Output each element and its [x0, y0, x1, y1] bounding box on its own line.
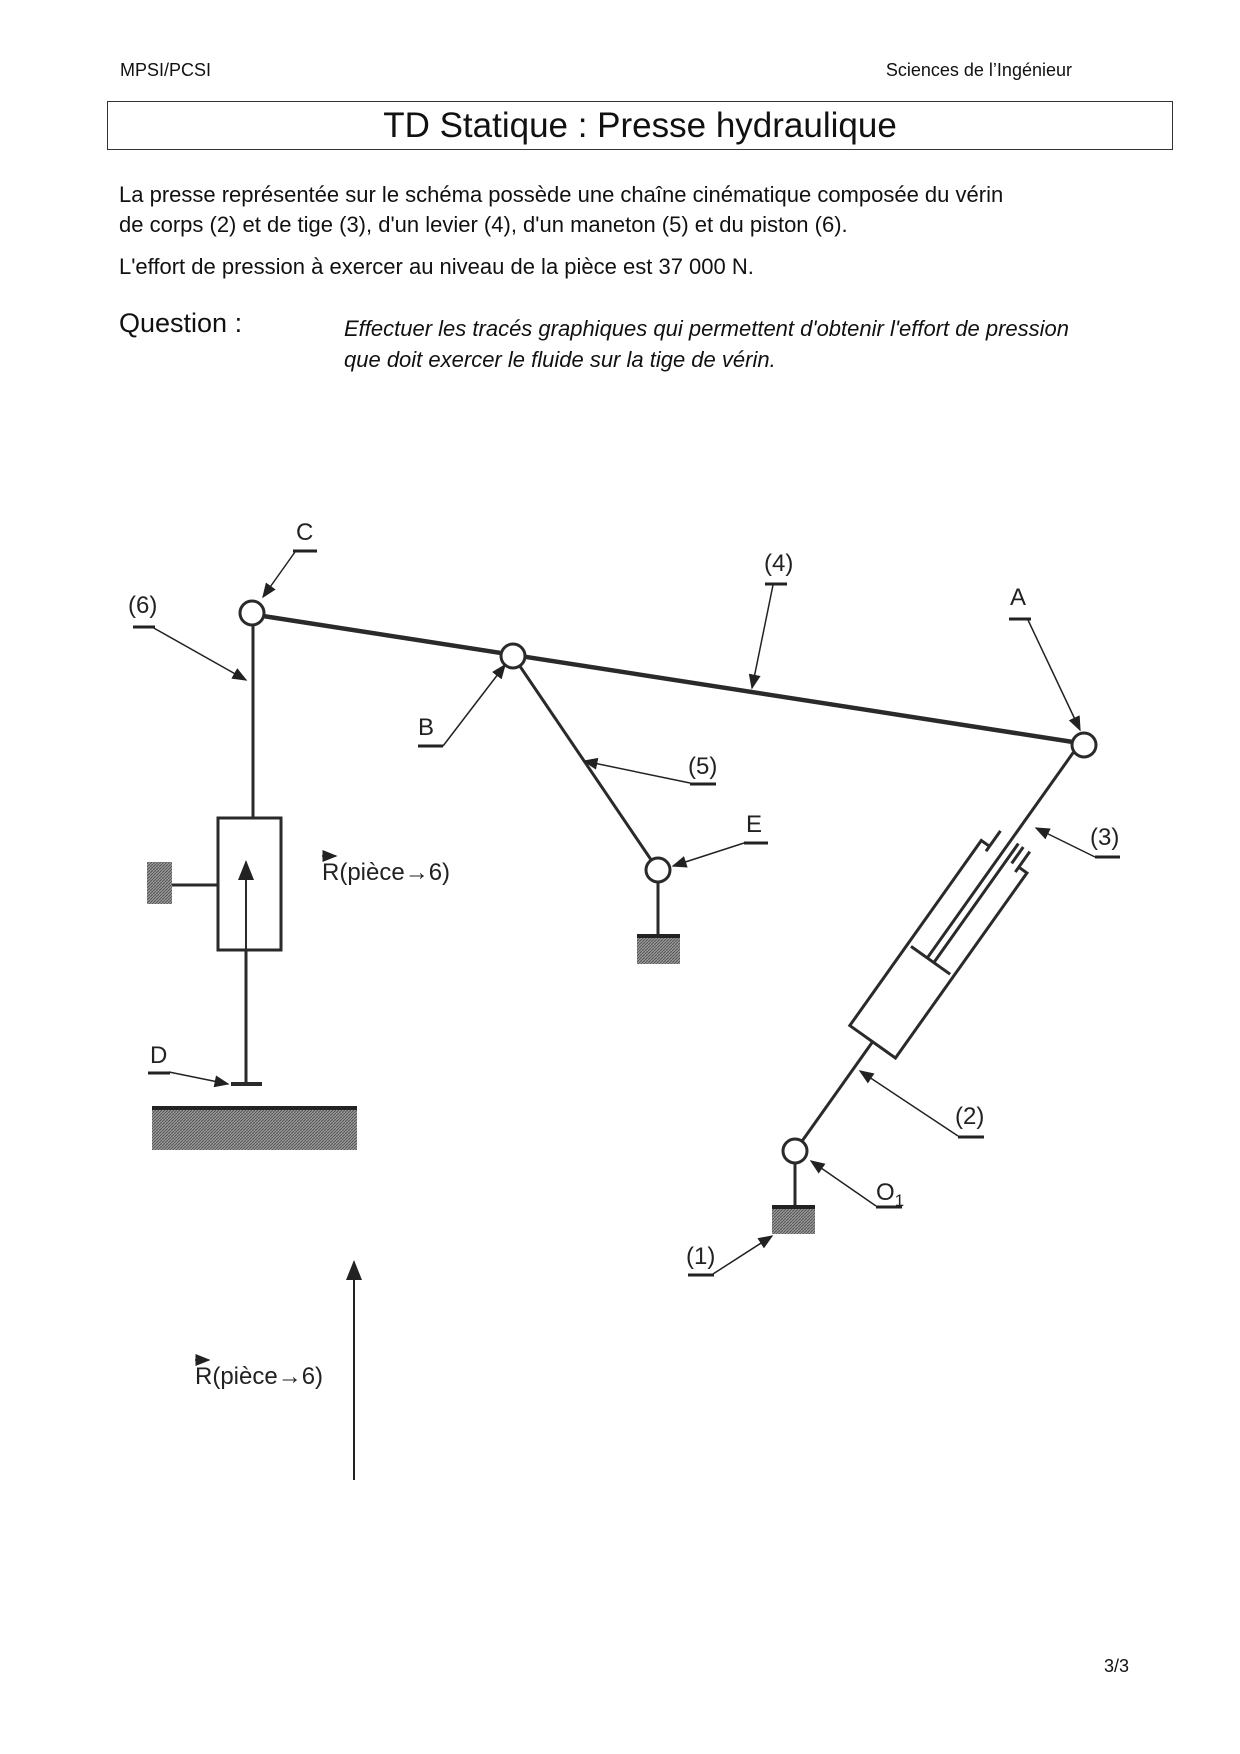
- force-label-1: R(pièce→6): [322, 859, 450, 886]
- ground-o1: [772, 1206, 815, 1234]
- hydraulic-cylinder: [800, 751, 1075, 1143]
- label-o1: O1: [876, 1179, 904, 1210]
- ground-piece: [152, 1107, 357, 1150]
- header-subject: Sciences de l’Ingénieur: [885, 60, 1072, 80]
- label-a: A: [1010, 584, 1026, 611]
- label-d: D: [150, 1042, 167, 1069]
- joint-c: [238, 599, 266, 627]
- label-part-1: (1): [686, 1243, 715, 1270]
- joint-e: [644, 856, 672, 884]
- effort-statement: L'effort de pression à exercer au niveau…: [119, 254, 754, 279]
- label-c: C: [296, 519, 313, 546]
- ground-e: [637, 935, 680, 964]
- force-label-2: R(pièce→6): [195, 1363, 323, 1390]
- question-text: Effectuer les tracés graphiques qui perm…: [344, 316, 1070, 372]
- joint-a: [1070, 731, 1098, 759]
- piston-guide: [216, 816, 283, 952]
- label-e: E: [746, 811, 762, 838]
- ground-guide: [147, 862, 172, 904]
- question-label: Question :: [119, 308, 243, 338]
- joint-o1: [781, 1137, 809, 1165]
- label-part-6: (6): [128, 592, 157, 619]
- intro-line-1: La presse représentée sur le schéma poss…: [119, 182, 1004, 207]
- lever-4: [262, 613, 1074, 745]
- label-part-2: (2): [955, 1103, 984, 1130]
- label-part-5: (5): [688, 753, 717, 780]
- maneton-5: [511, 655, 660, 871]
- page-number: 3/3: [1104, 1656, 1130, 1676]
- label-part-4: (4): [764, 550, 793, 577]
- header-course: MPSI/PCSI: [120, 60, 212, 80]
- intro-line-2: de corps (2) et de tige (3), d'un levier…: [119, 212, 848, 237]
- label-b: B: [418, 714, 434, 741]
- joint-b: [499, 642, 527, 670]
- label-part-3: (3): [1090, 824, 1119, 851]
- page-title: TD Statique : Presse hydraulique: [107, 101, 1173, 150]
